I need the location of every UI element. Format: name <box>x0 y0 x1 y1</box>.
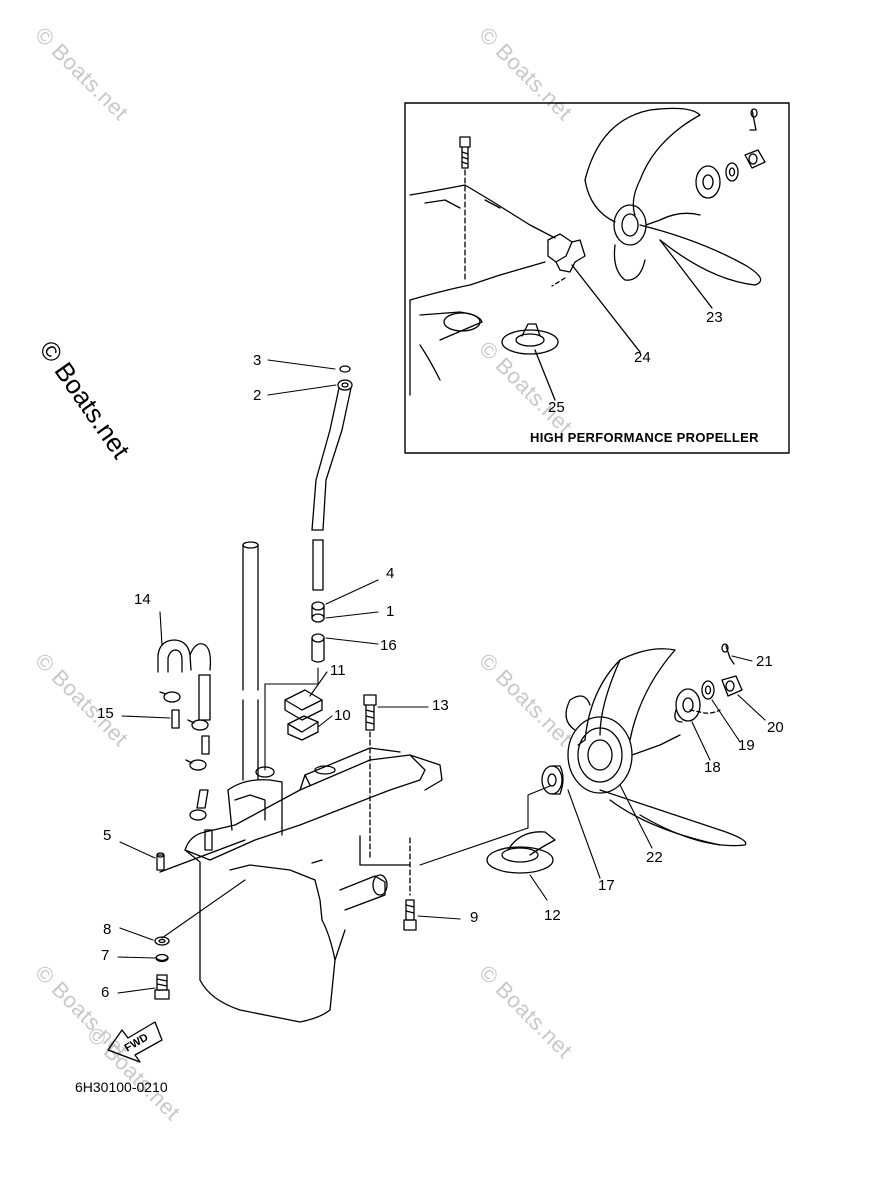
callout-3: 3 <box>253 352 262 369</box>
grommets-15 <box>159 691 213 851</box>
inset-title: HIGH PERFORMANCE PROPELLER <box>530 430 759 445</box>
callout-5: 5 <box>103 827 112 844</box>
callout-6: 6 <box>101 984 110 1001</box>
callout-18: 18 <box>704 759 721 776</box>
inset-leaders <box>534 239 713 401</box>
callout-10: 10 <box>334 707 351 724</box>
callout-8: 8 <box>103 921 112 938</box>
thrust-hub-12 <box>486 831 556 874</box>
inset-washer-nut-pin <box>695 108 766 199</box>
callout-16: 16 <box>380 637 397 654</box>
inset-gearcase-outline <box>409 184 556 396</box>
callout-leaders <box>117 359 766 994</box>
diagram-code: 6H30100-0210 <box>75 1079 168 1095</box>
seal-11 <box>284 689 323 721</box>
callout-14: 14 <box>134 591 151 608</box>
callout-24: 24 <box>634 349 651 366</box>
propeller-22 <box>565 648 747 847</box>
callout-13: 13 <box>432 697 449 714</box>
guide-lines <box>159 785 551 873</box>
callout-17: 17 <box>598 877 615 894</box>
prop-hardware-18-21 <box>674 643 743 723</box>
seal-10 <box>287 715 319 741</box>
callout-25: 25 <box>548 399 565 416</box>
gearcase-body <box>184 747 443 1023</box>
callout-23: 23 <box>706 309 723 326</box>
callout-9: 9 <box>470 909 479 926</box>
callout-11: 11 <box>330 662 346 679</box>
callout-1: 1 <box>386 603 395 620</box>
fwd-arrow-icon <box>107 1021 163 1063</box>
callout-2: 2 <box>253 387 262 404</box>
inset-frame <box>404 102 790 454</box>
bolt-9 <box>403 899 417 931</box>
callout-21: 21 <box>756 653 773 670</box>
callout-22: 22 <box>646 849 663 866</box>
water-tube-14 <box>157 639 212 721</box>
inset-propeller-23 <box>584 107 762 286</box>
callout-12: 12 <box>544 907 561 924</box>
callout-4: 4 <box>386 565 395 582</box>
callout-15: 15 <box>97 705 114 722</box>
callout-20: 20 <box>767 719 784 736</box>
callout-19: 19 <box>738 737 755 754</box>
callout-7: 7 <box>101 947 110 964</box>
inset-thrust-hub-25 <box>501 323 559 355</box>
inset-spacer-24 <box>547 233 586 287</box>
drive-shaft <box>242 541 259 781</box>
inset-bolt <box>459 136 471 281</box>
spacer-17 <box>541 765 564 795</box>
bolt-13 <box>363 694 377 861</box>
shift-rod-assembly <box>264 365 353 771</box>
